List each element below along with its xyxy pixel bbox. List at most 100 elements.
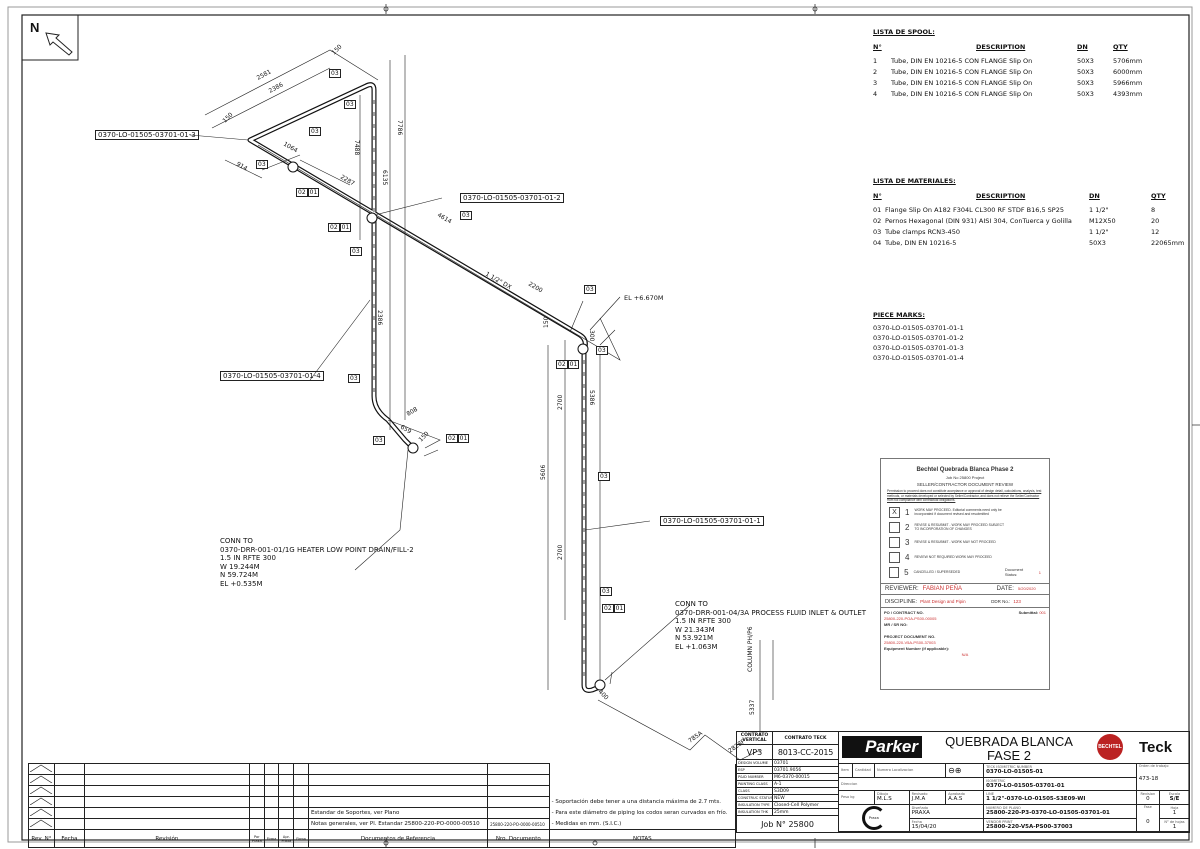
note-line: 0370-DRR-001-01/1G HEATER LOW POINT DRAI… — [220, 545, 414, 554]
col-header: DESCRIPTION — [976, 192, 1026, 200]
tag-text: 02 — [556, 360, 568, 369]
material-cell: Tube clamps RCN3-450 — [885, 228, 961, 236]
materials-list-title: LISTA DE MATERIALES: — [873, 177, 956, 185]
note-line: 0370-DRR-001-04/3A PROCESS FLUID INLET &… — [675, 608, 867, 617]
north-arrow-box — [21, 14, 79, 61]
parker-logo: Parker — [842, 736, 922, 758]
revision-cell — [293, 807, 309, 819]
stamp-disclaimer: Permission to proceed does not constitut… — [887, 489, 1042, 502]
dim-text: 1064 — [282, 141, 299, 155]
clamp-tag: 03 — [344, 100, 356, 109]
piece-mark: 0370-LO-01505-03701-01-1 — [873, 324, 964, 332]
contrato-vertical-label: CONTRATO VERTICAL — [736, 731, 773, 745]
revision-triangle-icon — [28, 774, 55, 786]
option-text: REVISE & RESUBMIT - WORK MAY PROCEED SUB… — [914, 523, 1005, 531]
spool-cell: 50X3 — [1077, 57, 1094, 65]
dim-text: 785A — [687, 729, 704, 744]
piece-marks-list: PIECE MARKS: 0370-LO-01505-03701-01-1 03… — [873, 310, 1073, 365]
review-checkbox[interactable] — [889, 566, 900, 578]
tag-text: 01 — [339, 223, 352, 232]
property-label: PAINTING CLASS — [736, 780, 773, 788]
revision-cell — [83, 763, 250, 775]
revision-cell — [278, 785, 295, 797]
material-cell: 03 — [873, 228, 882, 236]
revision-row: - Soportación debe tener a una distancia… — [28, 796, 737, 808]
project-doc-label: PROJECT DOCUMENT NO. — [884, 633, 936, 639]
ddr-label: DDR No.: — [991, 598, 1011, 604]
revision-header: Por Praxa — [248, 829, 265, 848]
review-checkbox[interactable] — [889, 536, 900, 548]
reference-doc-number — [487, 796, 550, 808]
dimension-lines — [204, 49, 774, 761]
material-cell: Tube, DIN EN 10216-5 — [885, 239, 957, 247]
spool-list-title: LISTA DE SPOOL: — [873, 28, 935, 36]
piece-mark-callout: 0370-LO-01505-03701-01-4 — [220, 371, 324, 381]
revision-cell — [293, 796, 309, 808]
review-stamp: Bechtel Quebrada Blanca Phase 2 Job No 2… — [880, 458, 1050, 690]
review-checkbox[interactable] — [889, 521, 900, 533]
vendor-value: 25800-220-V5A-PS00-37003 — [986, 824, 1073, 831]
connection-note-1: CONN TO 0370-DRR-001-01/1G HEATER LOW PO… — [220, 537, 414, 588]
spool-cell: 50X3 — [1077, 68, 1094, 76]
material-cell: 50X3 — [1089, 239, 1106, 247]
tag-text: 03 — [596, 346, 608, 355]
dim-text: 2700 — [557, 545, 564, 560]
piece-mark-callout: 0370-LO-01505-03701-01-2 — [460, 193, 564, 203]
review-checkbox[interactable] — [889, 551, 900, 563]
stamp-subtitle: SELLER/CONTRACTOR DOCUMENT REVIEW — [916, 482, 1014, 487]
discipline-value: Plant Design and Pipin — [920, 598, 966, 604]
dibujo-value: M.L.S — [877, 796, 892, 803]
po-label: PO / CONTRACT NO. — [884, 609, 924, 615]
projection-symbol-icon: ⊖⊕ — [945, 763, 985, 778]
project-title-2: FASE 2 — [986, 748, 1032, 763]
review-checkbox[interactable]: X — [889, 506, 900, 518]
plano-value: 25800-220-P3-0370-LO-01505-03701-01 — [986, 810, 1110, 817]
material-cell: Pernos Hexagonal (DIN 931) AISI 304, Con… — [885, 217, 1072, 225]
col-header: QTY — [1113, 43, 1128, 51]
revision-cell — [278, 796, 295, 808]
clamp-tag: 03 — [348, 374, 360, 383]
tag-text: 03 — [600, 587, 612, 596]
north-arrow-icon — [45, 32, 73, 56]
revision-cell — [83, 807, 250, 819]
revision-cell — [248, 796, 265, 808]
tag-text: 03 — [598, 472, 610, 481]
revision-cell — [53, 796, 85, 808]
dim-text: 5386 — [588, 390, 595, 405]
note-line: 1.5 IN RFTE 300 — [675, 617, 731, 625]
flange-icon — [407, 442, 419, 454]
revision-cell — [53, 807, 85, 819]
orden-value: 473-18 — [1138, 776, 1159, 782]
material-cell: 04 — [873, 239, 882, 247]
column-label: COLUMN PH/P6 — [747, 626, 754, 672]
spool-cell: Tube, DIN EN 10216-5 CON FLANGE Slip On — [891, 90, 1033, 98]
fase-value: 0 — [1146, 818, 1150, 825]
option-text: REVISE & RESUBMIT - WORK MAY NOT PROCEED — [914, 540, 996, 544]
reviewer-label: REVIEWER: — [885, 585, 919, 592]
flange-icon — [577, 343, 589, 355]
submittal-label: Submittal: — [1018, 609, 1039, 615]
contrato-vertical: VP3 — [736, 744, 773, 760]
submittal-value: 001 — [1039, 609, 1046, 615]
diseno-value: PRAXA — [911, 810, 930, 817]
contrato-teck-label: CONTRATO TECK — [772, 731, 839, 745]
dibujo-label: Dibujo — [877, 792, 889, 797]
reference-doc: Estandar de Soportes, ver Plano — [307, 807, 489, 819]
revision-cell — [83, 818, 250, 830]
aprobado-value: A.A.S — [948, 796, 963, 803]
revision-cell — [248, 807, 265, 819]
tag-text: 01 — [457, 434, 470, 443]
clamp-tag: 03 — [596, 346, 608, 355]
clamp-tag: 03 — [329, 69, 341, 78]
dim-text: 5606 — [540, 465, 547, 480]
property-value: M6-0370-00015 — [772, 773, 839, 781]
doc-status-value: 1 — [1038, 569, 1041, 575]
clamp-tag: 03 — [309, 127, 321, 136]
